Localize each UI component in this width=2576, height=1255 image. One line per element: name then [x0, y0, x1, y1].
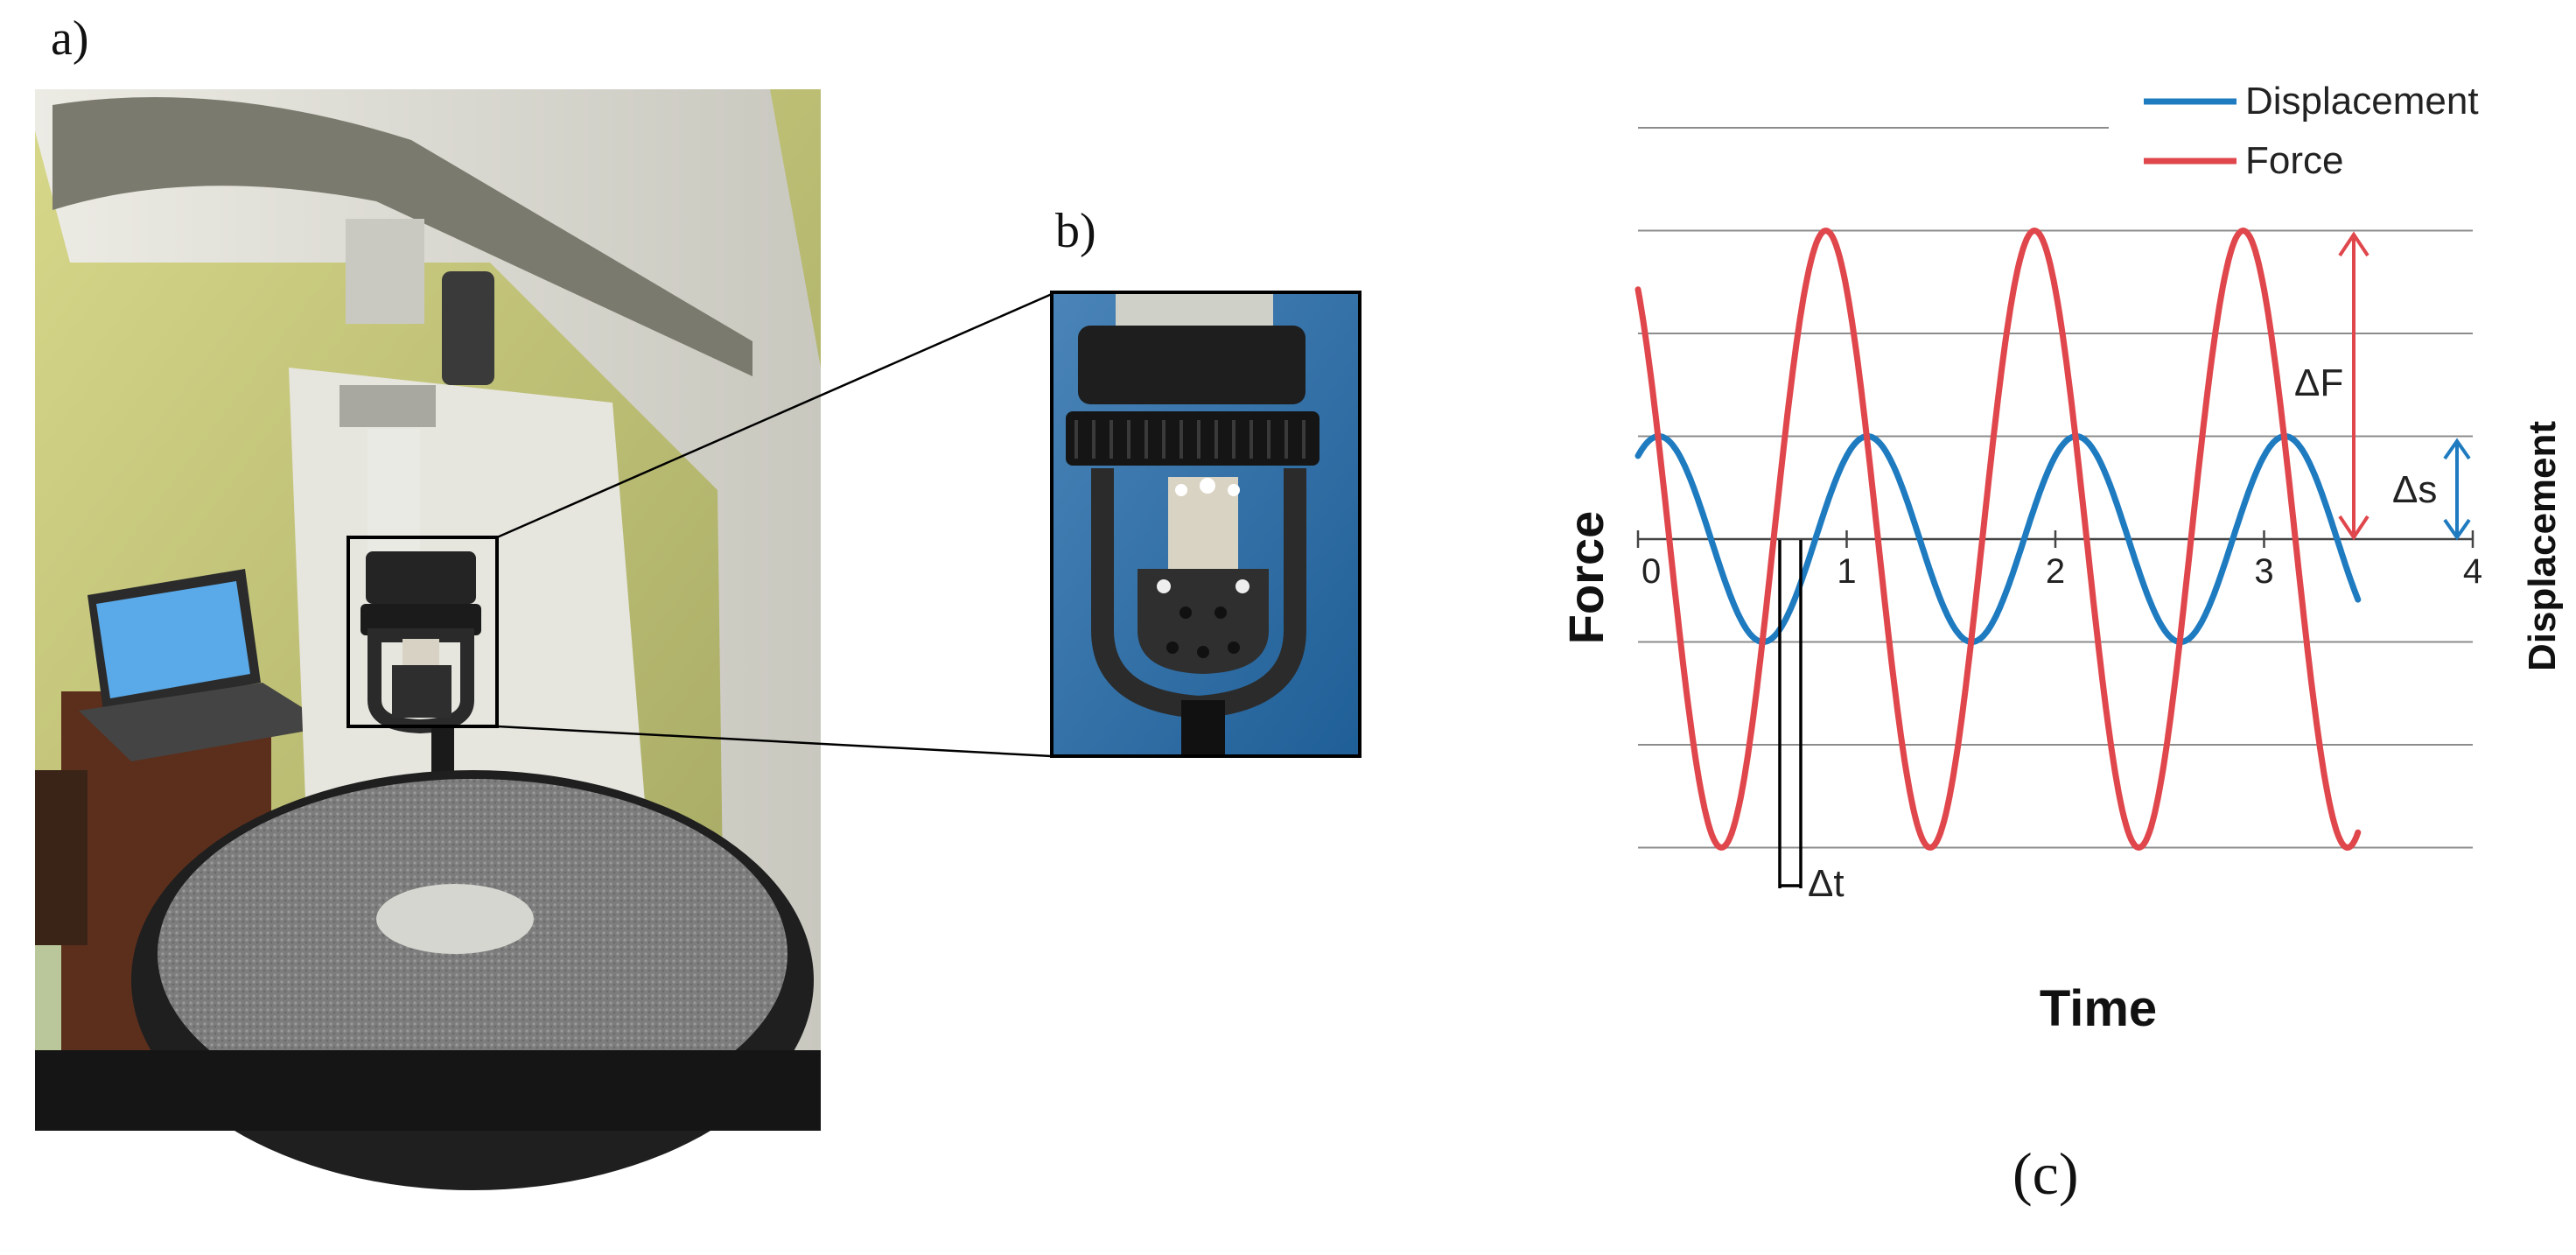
machine-arm: [52, 97, 752, 376]
x-tick-label: 3: [2254, 552, 2273, 591]
delta-f-annotation: ΔF: [2294, 231, 2370, 541]
legend-label-force: Force: [2245, 139, 2343, 182]
panel-label-a: a): [51, 11, 89, 66]
delta-s-annotation: Δs: [2392, 438, 2471, 541]
grip-fixture: [360, 551, 481, 734]
series-line-force: [1634, 228, 2362, 851]
load-cell: [346, 219, 424, 324]
delta-t-annotation: Δt: [1778, 540, 1844, 905]
zoom-line-bottom: [496, 725, 1053, 758]
panel-label-b: b): [1055, 204, 1096, 258]
x-tick-label: 1: [1837, 552, 1856, 591]
y-axis-title-left: Force: [1558, 511, 1614, 645]
gridlines: [1638, 127, 2473, 849]
photo-b-grip-closeup: [1050, 291, 1362, 758]
delta-f-label: ΔF: [2294, 361, 2343, 404]
chart-force-displacement: 0 1 2 3 4 ΔF Δs Δt Time Force Displacement: [1558, 80, 2564, 1037]
x-tick-label: 0: [1642, 552, 1661, 591]
machine-frame: [35, 89, 821, 1131]
zoom-line-top: [496, 292, 1053, 539]
x-axis-title: Time: [2040, 980, 2157, 1037]
x-tick-label: 2: [2046, 552, 2065, 591]
delta-s-label: Δs: [2392, 468, 2437, 511]
delta-t-label: Δt: [1808, 862, 1844, 905]
legend-label-displacement: Displacement: [2245, 80, 2479, 123]
legend: Displacement Force: [2144, 80, 2479, 182]
series-line-displacement: [1634, 433, 2362, 645]
panel-label-c: (c): [2012, 1140, 2079, 1207]
y-axis-title-right: Displacement: [2521, 421, 2564, 671]
x-tick-label: 4: [2463, 552, 2482, 591]
zoom-box: [346, 536, 499, 728]
x-tick-labels: 0 1 2 3 4: [1636, 530, 2482, 591]
laptop: [79, 569, 332, 761]
photo-a-testing-machine: [35, 89, 821, 1190]
series-lines: [1634, 228, 2362, 851]
